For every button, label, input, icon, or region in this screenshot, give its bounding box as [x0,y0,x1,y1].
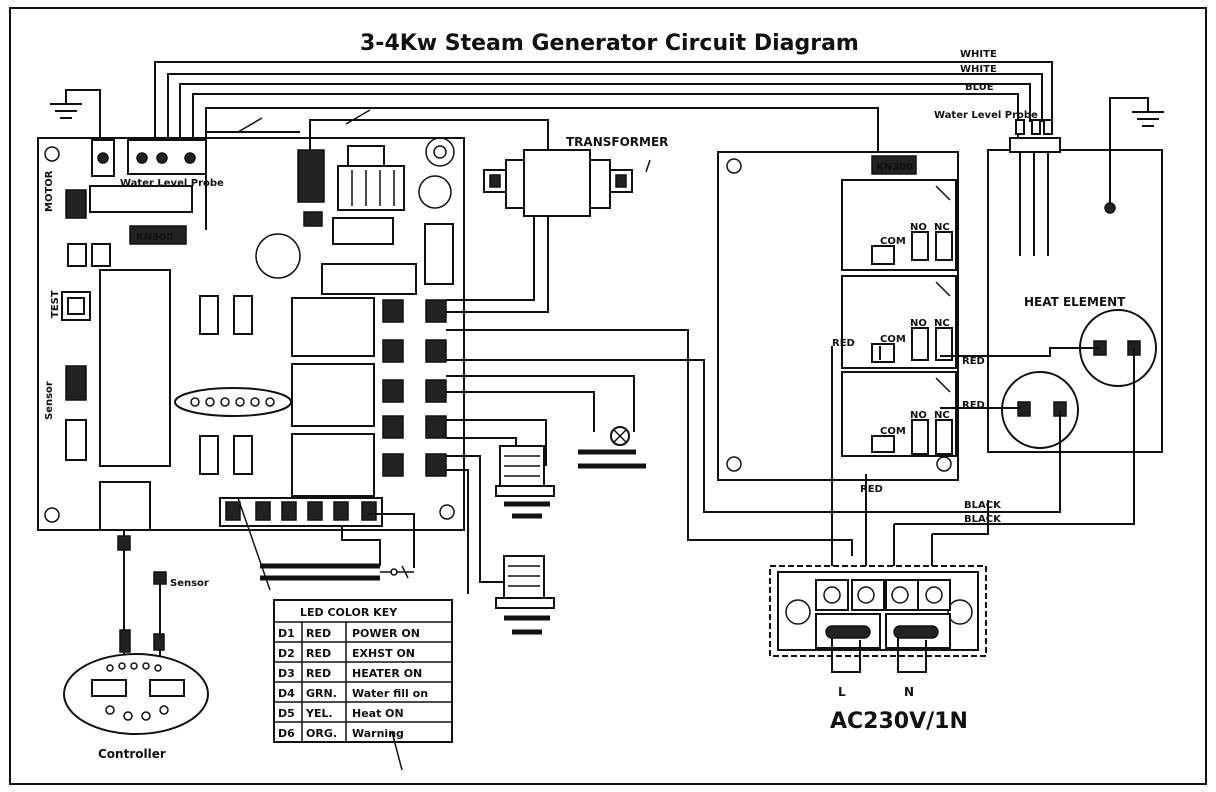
led-row-2-desc: EXHST ON [352,647,415,660]
transformer-label: TRANSFORMER [566,135,668,149]
relay3-nc: NC [934,410,950,421]
led-row-4-desc: Water fill on [352,687,428,700]
led-row-6-id: D6 [278,727,295,740]
pcb-label-conn: KN300 [136,232,173,243]
led-row-1-id: D1 [278,627,295,640]
relay2-no: NO [910,318,927,329]
led-row-6-color: ORG. [306,727,337,740]
ground-symbol-left [50,89,101,140]
switch-wires [237,497,415,591]
led-row-5-id: D5 [278,707,295,720]
led-row-2-id: D2 [278,647,295,660]
wire-label-black-2: BLACK [964,514,1002,525]
power-wires [446,329,1135,582]
relay3-no: NO [910,410,927,421]
wire-label-red-4: RED [860,484,883,495]
led-row-5-color: YEL. [305,707,333,720]
relay2-com: COM [880,334,906,345]
heat-element-label: HEAT ELEMENT [1024,295,1126,309]
led-row-5-desc: Heat ON [352,707,404,720]
pcb-label-sensor: Sensor [44,381,55,420]
relay3-com: COM [880,426,906,437]
led-row-4-id: D4 [278,687,295,700]
transformer [446,149,651,313]
relay-board [717,151,959,481]
led-row-2-color: RED [306,647,331,660]
relay1-nc: NC [934,222,950,233]
pcb-label-motor: MOTOR [44,170,55,212]
relay1-no: NO [910,222,927,233]
solenoid-valve-2 [446,455,555,635]
controller-cable [117,530,167,658]
wire-label-white-1: WHITE [960,49,997,60]
led-row-6-desc: Warning [352,727,404,740]
controller-label: Controller [98,747,166,761]
terminal-n-label: N [904,685,914,699]
led-row-3-desc: HEATER ON [352,667,422,680]
led-table-header: LED COLOR KEY [300,606,398,619]
relay2-nc: NC [934,318,950,329]
led-row-1-desc: POWER ON [352,627,420,640]
led-row-3-id: D3 [278,667,295,680]
control-pcb [37,137,465,531]
wire-label-black-1: BLACK [964,500,1002,511]
wire-label-red-3: RED [962,400,985,411]
led-row-3-color: RED [306,667,331,680]
board-conn-label: KN300 [876,162,913,173]
controller-panel [63,653,209,735]
led-row-4-color: GRN. [306,687,337,700]
steam-tank [987,97,1164,453]
wire-label-blue: BLUE [965,82,994,93]
water-level-probe-label: Water Level Probe [934,110,1038,121]
indicator-lamp [578,426,646,469]
diagram-frame [9,7,1207,785]
power-spec-label: AC230V/1N [830,709,968,734]
wire-label-red-1: RED [832,338,855,349]
pcb-label-test: TEST [50,290,61,318]
led-color-key-table [273,599,453,771]
power-terminal-block [769,565,987,673]
diagram-title: 3-4Kw Steam Generator Circuit Diagram [360,31,859,56]
solenoid-valve-1 [446,419,555,519]
led-row-1-color: RED [306,627,331,640]
terminal-l-label: L [838,685,846,699]
wire-label-white-2: WHITE [960,64,997,75]
sensor-label: Sensor [170,578,209,589]
relay1-com: COM [880,236,906,247]
wire-label-red-2: RED [962,356,985,367]
pcb-label-probe: Water Level Probe [120,178,224,189]
